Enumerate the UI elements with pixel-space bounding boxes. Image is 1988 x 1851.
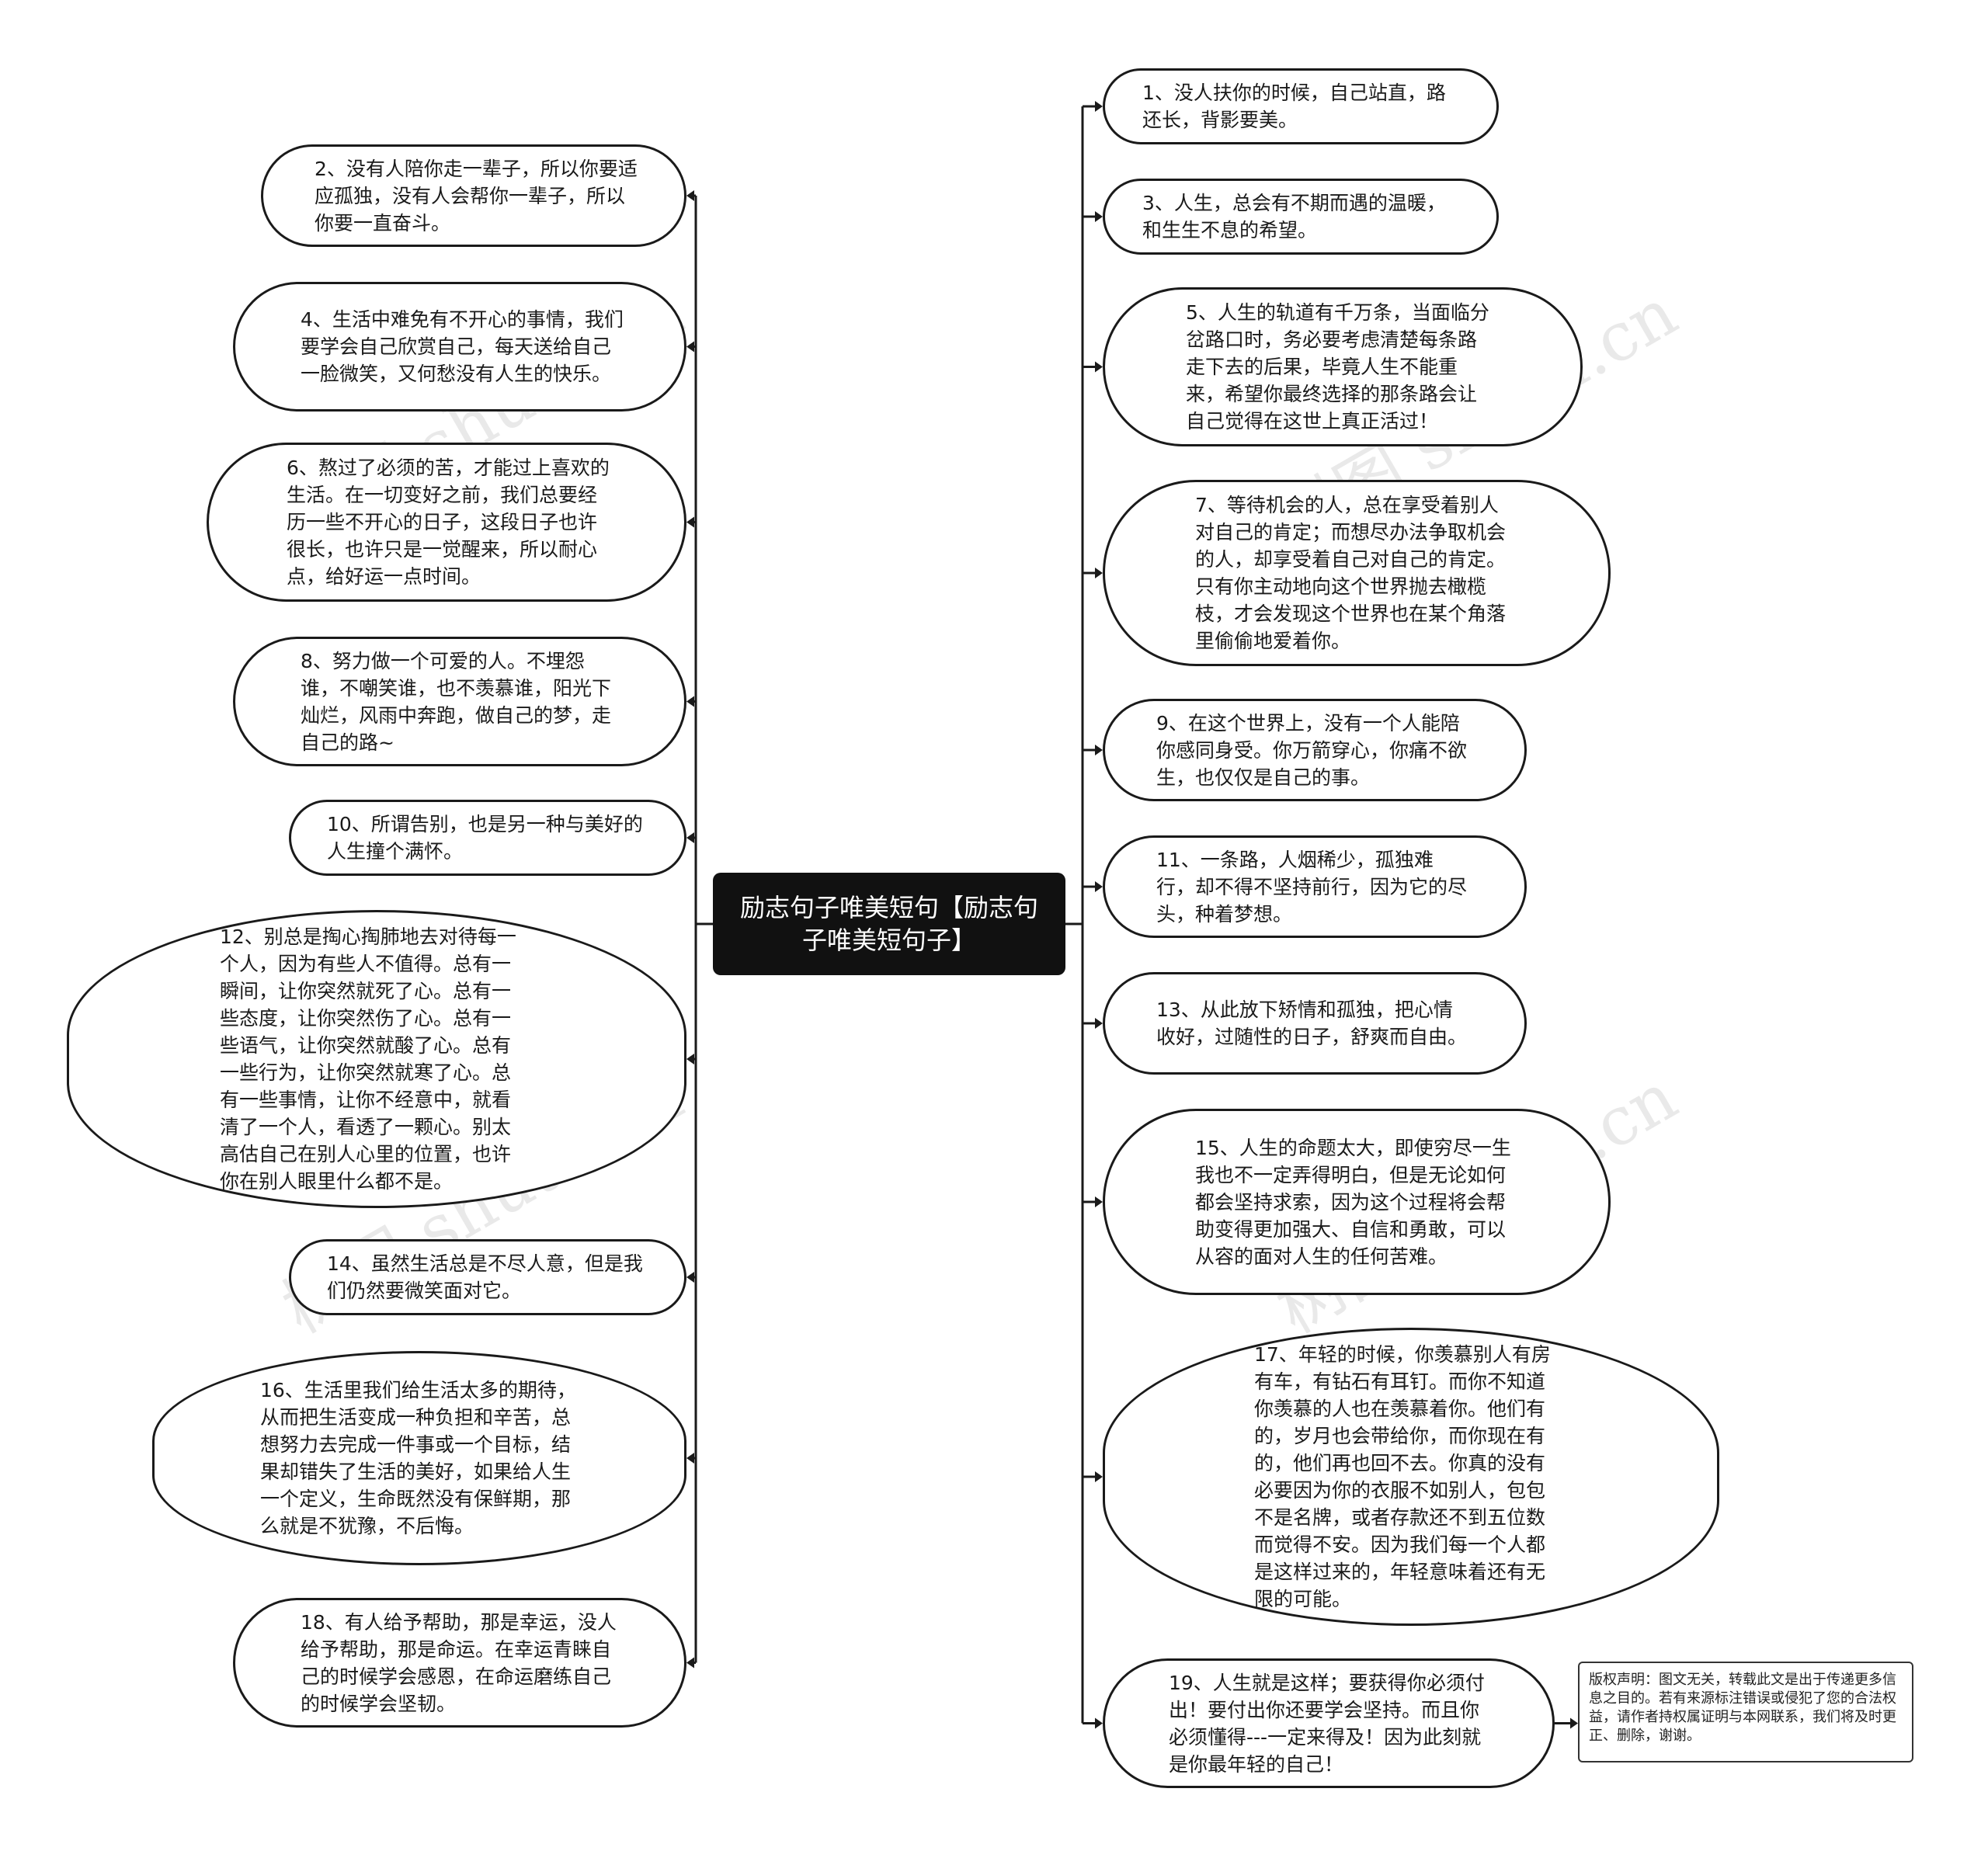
connector-arrowhead	[686, 832, 694, 843]
connector-arrowhead	[686, 516, 694, 528]
branch-text: 1、没人扶你的时候，自己站直，路还长，背影要美。	[1142, 82, 1446, 131]
connector-arrowhead	[1095, 1196, 1103, 1207]
connector-arrowhead	[1095, 101, 1103, 112]
connector-arrowhead	[1095, 361, 1103, 373]
branch-text: 7、等待机会的人，总在享受着别人对自己的肯定；而想尽办法争取机会的人，却享受着自…	[1195, 494, 1507, 652]
branch-text: 9、在这个世界上，没有一个人能陪你感同身受。你万箭穿心，你痛不欲生，也仅仅是自己…	[1156, 711, 1468, 789]
connector-arrowhead	[1095, 1018, 1103, 1029]
connector-arrowhead	[1095, 211, 1103, 222]
branch-node-1[interactable]: 1、没人扶你的时候，自己站直，路还长，背影要美。	[1103, 68, 1499, 144]
branch-node-7[interactable]: 7、等待机会的人，总在享受着别人对自己的肯定；而想尽办法争取机会的人，却享受着自…	[1103, 480, 1611, 666]
branch-text: 17、年轻的时候，你羡慕别人有房有车，有钻石有耳钉。而你不知道你羡慕的人也在羡慕…	[1254, 1343, 1551, 1610]
connector-arrowhead	[686, 1657, 694, 1669]
branch-text: 5、人生的轨道有千万条，当面临分岔路口时，务必要考虑清楚每条路走下去的后果，毕竟…	[1186, 301, 1489, 432]
branch-text: 14、虽然生活总是不尽人意，但是我们仍然要微笑面对它。	[327, 1252, 643, 1302]
branch-text: 11、一条路，人烟稀少，孤独难行，却不得不坚持前行，因为它的尽头，种着梦想。	[1156, 848, 1468, 926]
branch-text: 19、人生就是这样；要获得你必须付出！要付出你还要学会坚持。而且你必须懂得---…	[1169, 1671, 1485, 1776]
connector-arrowhead	[686, 1453, 694, 1464]
branch-text: 16、生活里我们给生活太多的期待，从而把生活变成一种负担和辛苦，总想努力去完成一…	[260, 1379, 576, 1537]
central-topic[interactable]: 励志句子唯美短句【励志句子唯美短句子】	[713, 873, 1065, 975]
branch-node-15[interactable]: 15、人生的命题太大，即使穷尽一生我也不一定弄得明白，但是无论如何都会坚持求索，…	[1103, 1109, 1611, 1295]
copyright-note: 版权声明：图文无关，转载此文是出于传递更多信息之目的。若有来源标注错误或侵犯了您…	[1578, 1662, 1913, 1762]
connector-arrowhead	[686, 1054, 694, 1064]
branch-text: 13、从此放下矫情和孤独，把心情收好，过随性的日子，舒爽而自由。	[1156, 998, 1468, 1048]
connector-arrowhead	[1095, 1471, 1103, 1482]
connector-arrowhead	[1095, 745, 1103, 755]
connector-arrowhead	[686, 341, 694, 352]
branch-node-18[interactable]: 18、有人给予帮助，那是幸运，没人给予帮助，那是命运。在幸运青睐自己的时候学会感…	[233, 1598, 686, 1728]
connector-arrowhead	[1570, 1717, 1578, 1729]
branch-text: 15、人生的命题太大，即使穷尽一生我也不一定弄得明白，但是无论如何都会坚持求索，…	[1195, 1136, 1511, 1268]
branch-text: 3、人生，总会有不期而遇的温暖，和生生不息的希望。	[1142, 192, 1446, 241]
branch-node-13[interactable]: 13、从此放下矫情和孤独，把心情收好，过随性的日子，舒爽而自由。	[1103, 972, 1527, 1075]
connector-arrowhead	[1095, 1717, 1103, 1729]
copyright-text: 版权声明：图文无关，转载此文是出于传递更多信息之目的。若有来源标注错误或侵犯了您…	[1589, 1672, 1896, 1744]
branch-text: 18、有人给予帮助，那是幸运，没人给予帮助，那是命运。在幸运青睐自己的时候学会感…	[301, 1610, 617, 1715]
branch-node-3[interactable]: 3、人生，总会有不期而遇的温暖，和生生不息的希望。	[1103, 179, 1499, 255]
connector-arrowhead	[686, 1272, 694, 1283]
branch-node-9[interactable]: 9、在这个世界上，没有一个人能陪你感同身受。你万箭穿心，你痛不欲生，也仅仅是自己…	[1103, 699, 1527, 801]
branch-text: 4、生活中难免有不开心的事情，我们要学会自己欣赏自己，每天送给自己一脸微笑，又何…	[301, 308, 624, 385]
connector-arrowhead	[686, 190, 694, 201]
branch-node-17[interactable]: 17、年轻的时候，你羡慕别人有房有车，有钻石有耳钉。而你不知道你羡慕的人也在羡慕…	[1103, 1328, 1719, 1626]
connector-arrowhead	[1095, 568, 1103, 578]
branch-node-8[interactable]: 8、努力做一个可爱的人。不埋怨谁，不嘲笑谁，也不羡慕谁，阳光下灿烂，风雨中奔跑，…	[233, 637, 686, 766]
connector-arrowhead	[1095, 881, 1103, 892]
branch-text: 8、努力做一个可爱的人。不埋怨谁，不嘲笑谁，也不羡慕谁，阳光下灿烂，风雨中奔跑，…	[301, 649, 612, 754]
branch-node-6[interactable]: 6、熬过了必须的苦，才能过上喜欢的生活。在一切变好之前，我们总要经历一些不开心的…	[207, 443, 686, 602]
branch-node-11[interactable]: 11、一条路，人烟稀少，孤独难行，却不得不坚持前行，因为它的尽头，种着梦想。	[1103, 835, 1527, 938]
branch-node-4[interactable]: 4、生活中难免有不开心的事情，我们要学会自己欣赏自己，每天送给自己一脸微笑，又何…	[233, 282, 686, 412]
branch-node-19[interactable]: 19、人生就是这样；要获得你必须付出！要付出你还要学会坚持。而且你必须懂得---…	[1103, 1658, 1555, 1788]
branch-text: 10、所谓告别，也是另一种与美好的人生撞个满怀。	[327, 813, 643, 863]
branch-node-12[interactable]: 12、别总是掏心掏肺地去对待每一个人，因为有些人不值得。总有一瞬间，让你突然就死…	[67, 910, 686, 1208]
branch-text: 6、熬过了必须的苦，才能过上喜欢的生活。在一切变好之前，我们总要经历一些不开心的…	[287, 457, 610, 588]
branch-node-10[interactable]: 10、所谓告别，也是另一种与美好的人生撞个满怀。	[289, 800, 686, 876]
branch-node-5[interactable]: 5、人生的轨道有千万条，当面临分岔路口时，务必要考虑清楚每条路走下去的后果，毕竟…	[1103, 287, 1583, 446]
central-topic-label: 励志句子唯美短句【励志句子唯美短句子】	[739, 893, 1038, 955]
branch-text: 2、没有人陪你走一辈子，所以你要适应孤独，没有人会帮你一辈子，所以你要一直奋斗。	[315, 157, 638, 234]
branch-text: 12、别总是掏心掏肺地去对待每一个人，因为有些人不值得。总有一瞬间，让你突然就死…	[220, 926, 516, 1193]
branch-node-14[interactable]: 14、虽然生活总是不尽人意，但是我们仍然要微笑面对它。	[289, 1239, 686, 1315]
connector-arrowhead	[686, 696, 694, 707]
branch-node-2[interactable]: 2、没有人陪你走一辈子，所以你要适应孤独，没有人会帮你一辈子，所以你要一直奋斗。	[261, 144, 686, 247]
branch-node-16[interactable]: 16、生活里我们给生活太多的期待，从而把生活变成一种负担和辛苦，总想努力去完成一…	[152, 1351, 686, 1565]
